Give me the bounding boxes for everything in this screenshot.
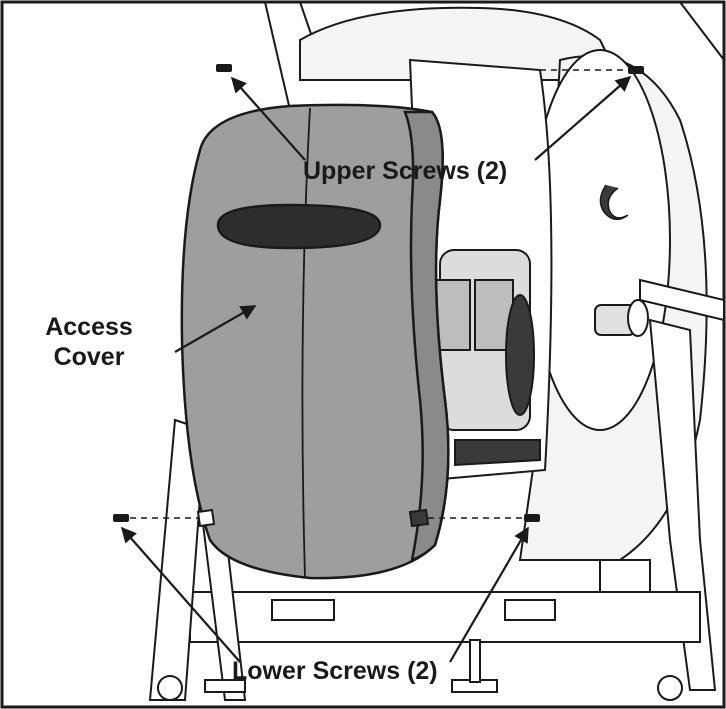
upper-left-screw xyxy=(216,64,232,72)
upper-right-screw xyxy=(628,66,644,74)
left-caster xyxy=(157,675,183,701)
logo-swirl-icon xyxy=(599,184,629,221)
upper-screws-label: Upper Screws (2) xyxy=(303,157,508,185)
arrow-lower-left xyxy=(120,526,241,663)
screws xyxy=(113,64,644,522)
alignment-lines xyxy=(130,69,628,519)
access-cover-label-line2: Cover xyxy=(53,343,125,371)
lower-screws-label: Lower Screws (2) xyxy=(232,657,438,685)
right-caster xyxy=(657,675,683,701)
access-cover xyxy=(180,103,450,580)
lower-left-screw xyxy=(113,514,129,522)
arrow-access-cover xyxy=(174,305,257,353)
arrow-upper-left xyxy=(230,76,306,161)
arrow-upper-right xyxy=(534,75,632,161)
callout-arrows xyxy=(120,75,632,663)
cover-handle-slot xyxy=(216,203,382,250)
lower-right-screw xyxy=(524,514,540,522)
access-cover-label-line1: Access xyxy=(45,313,133,341)
access-cover-label: Access Cover xyxy=(30,312,148,372)
arrow-lower-right xyxy=(449,526,529,663)
machine-housing xyxy=(264,1,725,691)
machine-base xyxy=(148,418,701,701)
